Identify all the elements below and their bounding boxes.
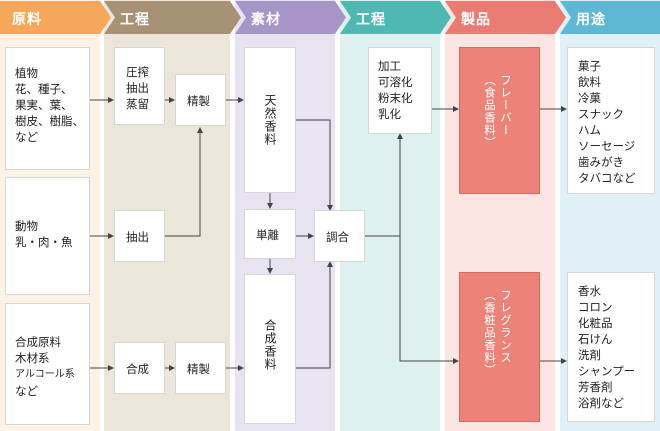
material-natural-box: 天然香料 (244, 47, 296, 193)
raw-synthetic-small: アルコール系 (15, 369, 75, 380)
process-refine-top-label: 精製 (187, 94, 210, 108)
product-fragrance-label: フレグランス （香粧品香料） (483, 289, 513, 377)
raw-synthetic-lines: 合成原料 木材系 (15, 335, 61, 365)
uses-flavor-box: 菓子 飲料 冷菓 スナック ハム ソーセージ 歯みがき タバコなど (567, 47, 655, 194)
product-fragrance-box: フレグランス （香粧品香料） (459, 272, 540, 422)
header-process1: 工程 (104, 1, 242, 34)
header-process2-label: 工程 (356, 12, 386, 28)
uses-fragrance-box: 香水 コロン 化粧品 石けん 洗剤 シャンプー 芳香剤 浴剤など (567, 272, 655, 422)
process-refine-bottom-box: 精製 (175, 342, 226, 394)
material-synthetic-label: 合成香料 (263, 319, 277, 371)
header-materials-label: 素材 (251, 12, 281, 28)
process-press-label: 圧搾 抽出 蒸留 (126, 65, 149, 111)
process-refine-bottom-label: 精製 (187, 362, 210, 376)
raw-animal-detail: 乳・肉・魚 (15, 235, 73, 249)
material-natural-label: 天然香料 (263, 94, 277, 146)
process-synthesize-label: 合成 (126, 362, 149, 376)
raw-synthetic-etc: など (15, 384, 38, 398)
raw-plant-detail: 花、種子、 果実、葉、 樹皮、樹脂、 など (15, 82, 84, 144)
uses-fragrance-list: 香水 コロン 化粧品 石けん 洗剤 シャンプー 芳香剤 浴剤など (578, 284, 636, 410)
process-processing-label: 加工 可溶化 粉末化 乳化 (378, 59, 413, 121)
product-flavor-label: フレーバー （食品香料） (483, 74, 513, 149)
header-materials: 素材 (235, 1, 347, 34)
raw-plant-box: 植物 花、種子、 果実、葉、 樹皮、樹脂、 など (5, 47, 90, 170)
material-synthetic-box: 合成香料 (244, 274, 296, 424)
process-processing-box: 加工 可溶化 粉末化 乳化 (368, 47, 432, 134)
header-uses-label: 用途 (576, 12, 606, 28)
process-extract-label: 抽出 (126, 230, 149, 244)
process-blend-label: 調合 (326, 230, 349, 244)
raw-synthetic-box: 合成原料 木材系 アルコール系 など (5, 303, 90, 425)
header-process1-label: 工程 (120, 12, 150, 28)
product-flavor-box: フレーバー （食品香料） (459, 47, 540, 194)
raw-plant-title: 植物 (15, 66, 38, 80)
header-raw-materials: 原料 (0, 1, 112, 34)
header-products-label: 製品 (461, 12, 491, 28)
process-refine-top-box: 精製 (175, 74, 226, 126)
header-products: 製品 (445, 1, 567, 34)
process-press-box: 圧搾 抽出 蒸留 (114, 47, 165, 125)
header-process2: 工程 (340, 1, 452, 34)
material-isolation-box: 単離 (244, 209, 296, 259)
header-raw-materials-label: 原料 (12, 12, 42, 28)
raw-animal-box: 動物 乳・肉・魚 (5, 177, 90, 295)
process-extract-box: 抽出 (114, 210, 165, 262)
material-isolation-label: 単離 (256, 228, 279, 242)
uses-flavor-list: 菓子 飲料 冷菓 スナック ハム ソーセージ 歯みがき タバコなど (578, 59, 636, 185)
raw-animal-title: 動物 (15, 219, 38, 233)
process-synthesize-box: 合成 (114, 342, 165, 394)
process-blend-box: 調合 (314, 210, 365, 262)
header-uses: 用途 (560, 1, 660, 34)
